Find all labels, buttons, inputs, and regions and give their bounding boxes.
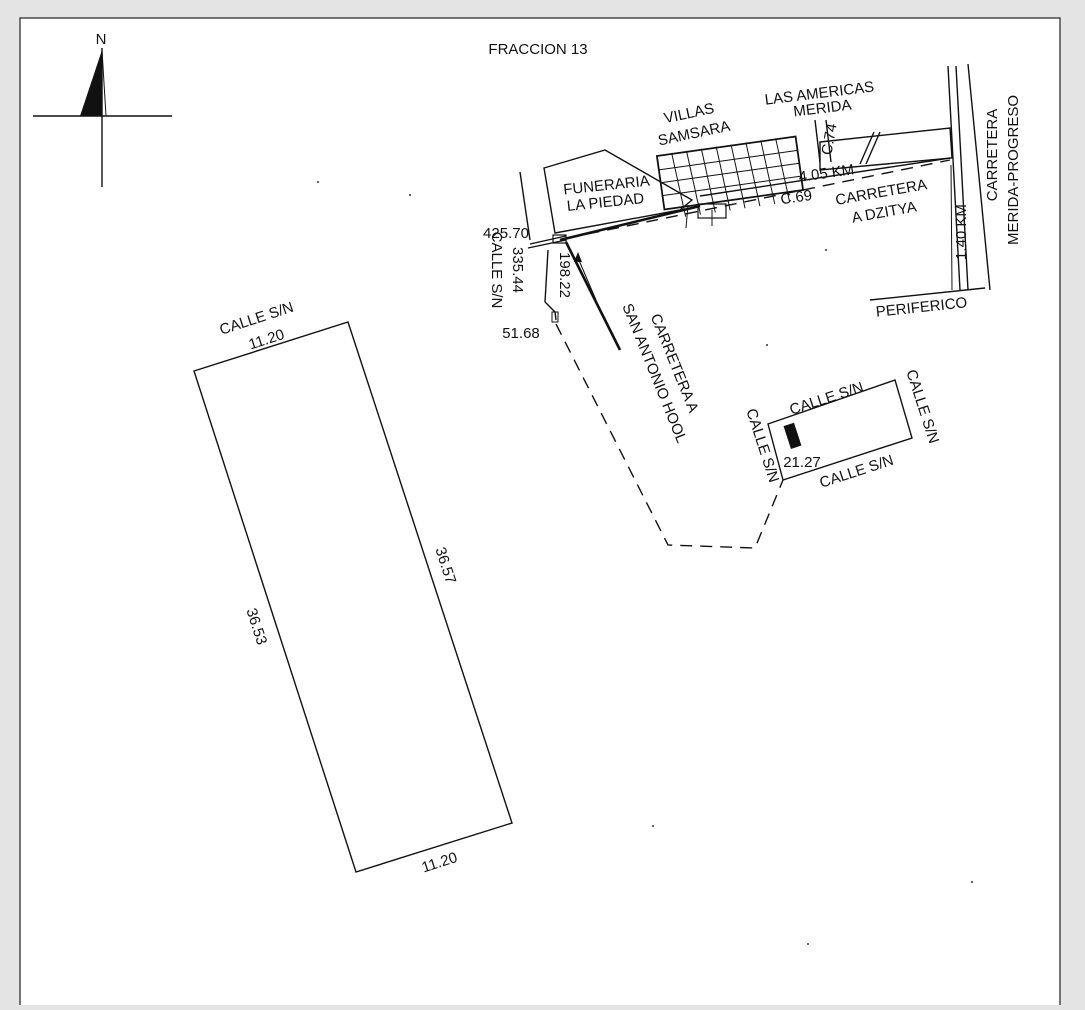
label-c74: C.74 bbox=[818, 122, 840, 156]
route-dashed-line bbox=[555, 323, 784, 549]
highway-progreso-line bbox=[947, 65, 961, 291]
label-c69: C.69 bbox=[780, 187, 814, 208]
label-calle-sn-left: CALLE S/N bbox=[488, 232, 505, 309]
drawing-title: FRACCION 13 bbox=[488, 41, 587, 58]
label-dist-51: 51.68 bbox=[502, 325, 540, 342]
road-dzitya-line bbox=[699, 157, 951, 197]
detail-lot-marker bbox=[783, 422, 802, 449]
lot-outline bbox=[193, 321, 513, 873]
label-km-140: 1.40 KM bbox=[953, 204, 970, 260]
label-dist-335: 335.44 bbox=[509, 247, 526, 293]
scan-specks bbox=[317, 181, 973, 945]
funeraria-outline bbox=[543, 149, 694, 234]
label-carretera-progreso-1: CARRETERA bbox=[984, 109, 1001, 202]
north-label: N bbox=[96, 31, 107, 48]
neighborhood-grid bbox=[655, 135, 805, 229]
north-arrow-icon bbox=[33, 48, 172, 187]
label-dist-198: 198.22 bbox=[556, 252, 573, 298]
label-dist-425: 425.70 bbox=[483, 225, 529, 242]
detail-sketch bbox=[767, 379, 913, 481]
periferico-line bbox=[869, 287, 986, 301]
location-map bbox=[519, 63, 991, 549]
drawing-frame bbox=[19, 17, 1061, 1010]
label-carretera-progreso-2: MERIDA-PROGRESO bbox=[1005, 95, 1022, 245]
detail-dim: 21.27 bbox=[783, 454, 821, 471]
label-merida: MERIDA bbox=[792, 97, 852, 121]
